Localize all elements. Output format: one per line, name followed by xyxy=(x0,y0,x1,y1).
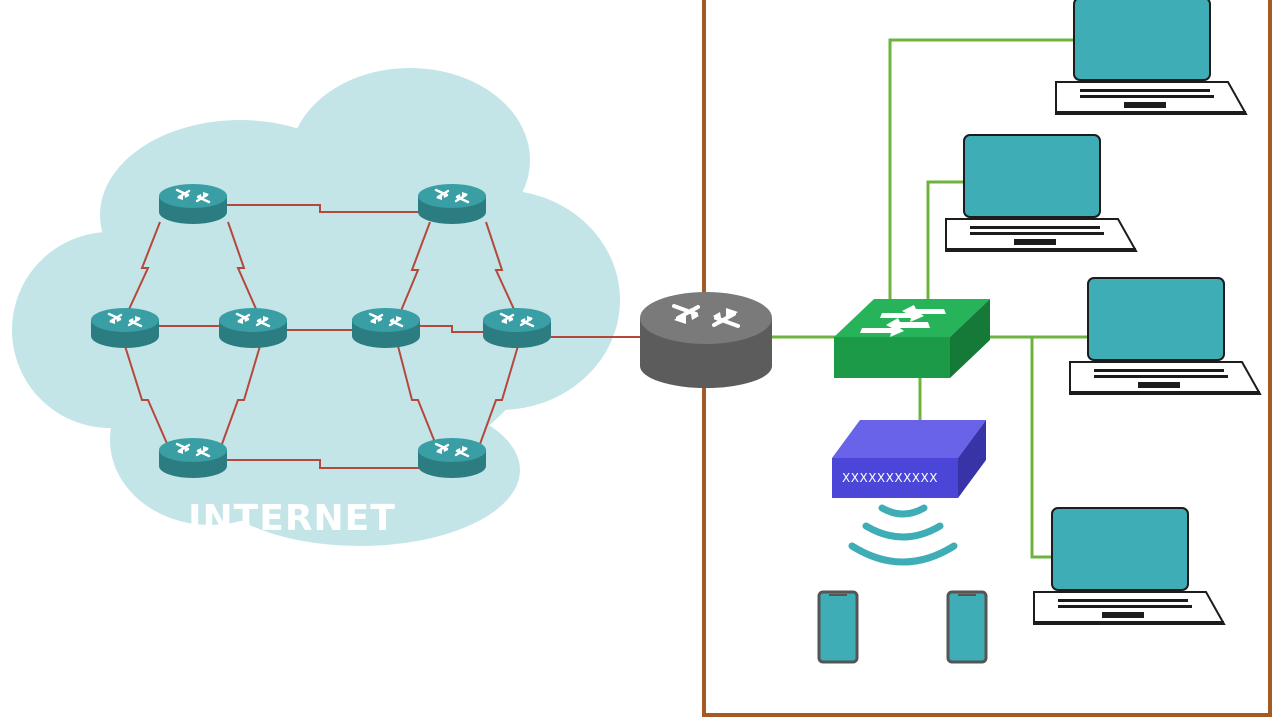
wan-link xyxy=(397,345,441,456)
wan-link xyxy=(485,221,519,319)
router-icon xyxy=(672,304,740,328)
cloud-label: INTERNET xyxy=(188,498,396,539)
wan-link xyxy=(124,221,161,319)
wan-link xyxy=(217,345,261,456)
laptop-icon xyxy=(1069,277,1261,396)
router-icon xyxy=(481,306,553,350)
switch-icon xyxy=(860,305,946,337)
edge-router xyxy=(640,292,772,388)
wan-link xyxy=(227,221,261,319)
router-icon xyxy=(217,306,289,350)
router-icon xyxy=(157,436,229,480)
access-point-label: XXXXXXXXXXX xyxy=(842,471,938,485)
router-icon xyxy=(89,306,161,350)
switch xyxy=(834,299,990,378)
router-icon xyxy=(157,182,229,226)
laptop-icon xyxy=(1033,507,1225,626)
smartphone-icon xyxy=(946,590,988,664)
wan-link xyxy=(192,459,452,469)
router-icon xyxy=(416,436,488,480)
laptop-icon xyxy=(1055,0,1247,116)
lan-links xyxy=(772,38,1088,559)
lan-link xyxy=(1030,337,1052,559)
wan-link xyxy=(124,345,173,456)
wan-link xyxy=(475,345,519,456)
lan-link xyxy=(926,180,964,300)
wan-link xyxy=(192,204,452,213)
internet-cloud xyxy=(12,68,620,546)
router-icon xyxy=(416,182,488,226)
smartphone-icon xyxy=(817,590,859,664)
wan-link xyxy=(397,221,431,319)
router-icon xyxy=(350,306,422,350)
wifi-signal-icon xyxy=(848,504,958,566)
lan-link xyxy=(888,38,1074,300)
wireless-access-point: XXXXXXXXXXX xyxy=(832,420,986,498)
laptop-icon xyxy=(945,134,1137,253)
